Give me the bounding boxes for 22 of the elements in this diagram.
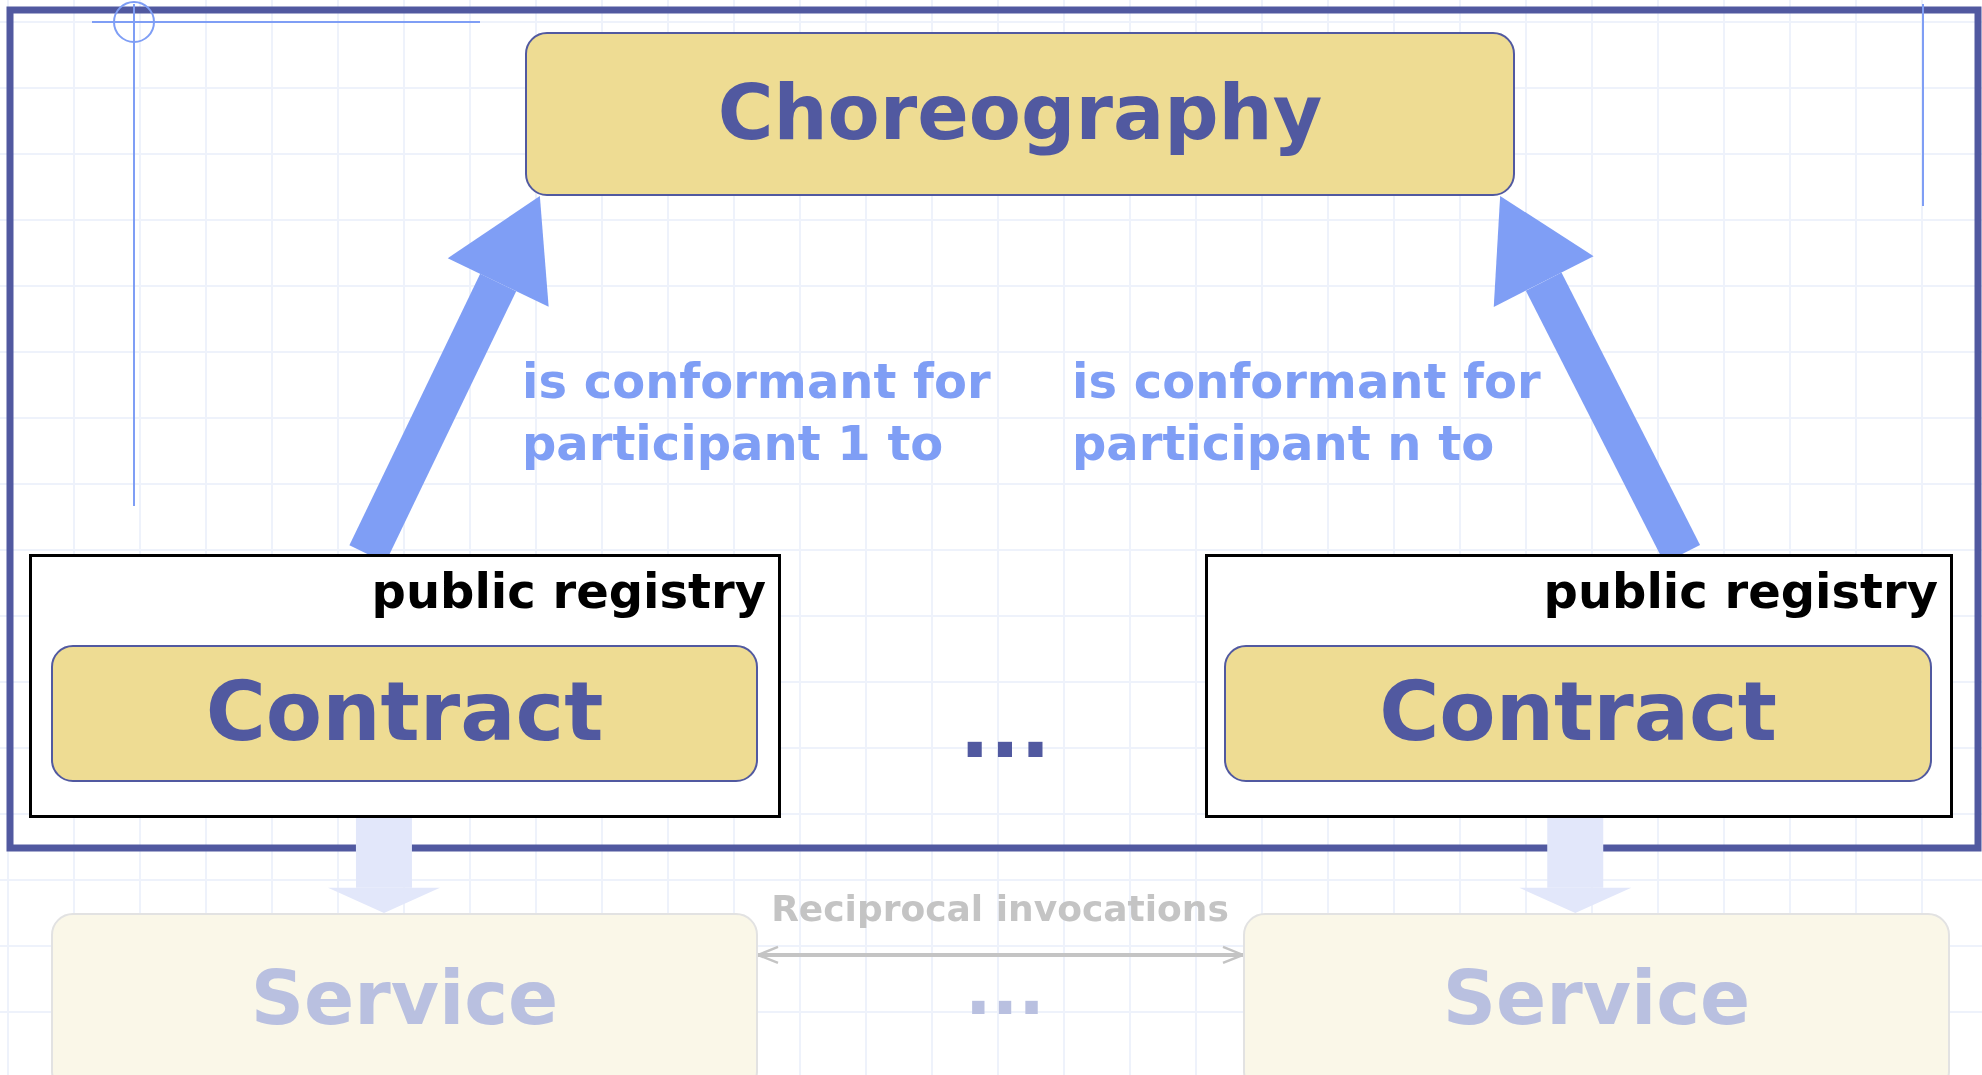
contract-box bbox=[51, 645, 758, 782]
ellipsis: ... bbox=[964, 955, 1046, 1025]
node-label: Service bbox=[1441, 955, 1752, 1041]
service-box bbox=[51, 913, 758, 1075]
contract-box bbox=[1224, 645, 1932, 782]
ellipsis: ... bbox=[958, 690, 1052, 770]
service-box bbox=[1243, 913, 1950, 1075]
node-label: Choreography bbox=[716, 68, 1324, 158]
edge-label: is conformant for participant n to bbox=[1072, 352, 1542, 474]
registry-label: public registry bbox=[371, 563, 766, 619]
node-label: Contract bbox=[204, 664, 605, 760]
registry-box bbox=[1205, 554, 1953, 818]
registry-box bbox=[29, 554, 781, 818]
edge-label: is conformant for participant 1 to bbox=[522, 352, 992, 474]
block-arrow bbox=[1519, 818, 1632, 913]
registry-label: public registry bbox=[1543, 563, 1938, 619]
choreography-box bbox=[525, 32, 1515, 196]
edge-label: Reciprocal invocations bbox=[770, 887, 1230, 931]
block-arrow bbox=[328, 817, 440, 913]
node-label: Contract bbox=[1378, 664, 1778, 760]
node-label: Service bbox=[249, 955, 560, 1041]
arrow bbox=[756, 945, 1245, 965]
